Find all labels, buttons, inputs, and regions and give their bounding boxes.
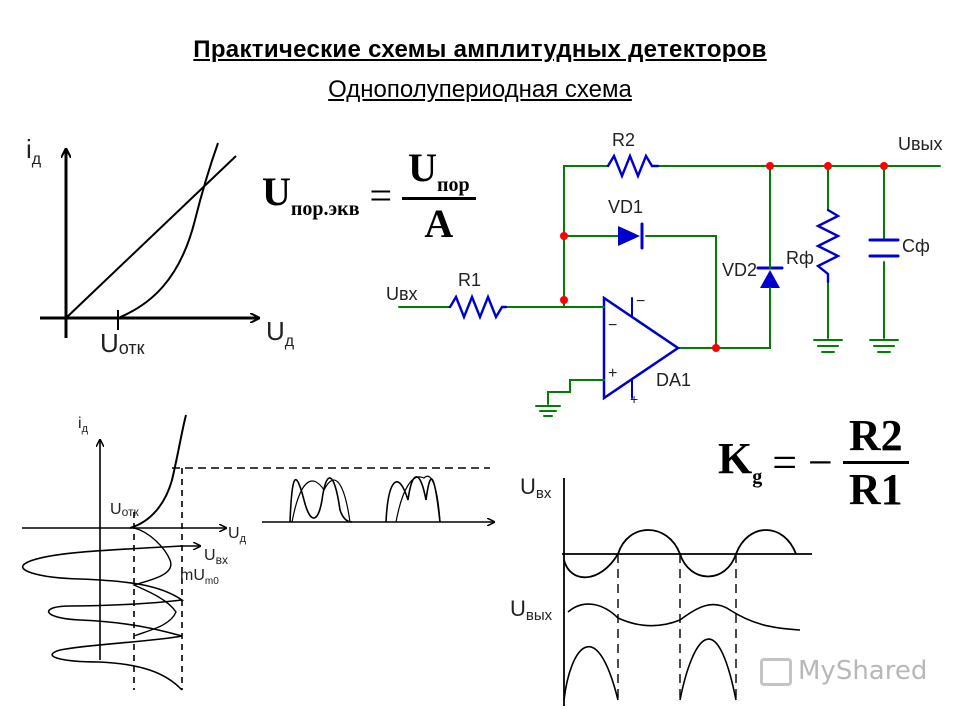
formula1-equals: = — [369, 173, 393, 218]
output-pulse-2 — [385, 476, 441, 523]
label-plus-input: + — [608, 365, 617, 382]
label-waveform-uvyx: Uвых — [510, 596, 553, 624]
diode-vd2 — [756, 227, 784, 295]
circuit-wires — [398, 165, 941, 405]
y-axis-label: iд — [26, 134, 42, 168]
diode-curve — [117, 142, 219, 319]
label-uotk: Uотк — [110, 501, 139, 519]
formula1-denominator: A — [424, 201, 454, 246]
label-minus-top: − — [636, 293, 645, 310]
label-vd1: VD1 — [608, 197, 643, 217]
output-arc-2 — [679, 638, 737, 701]
label-ud: Uд — [228, 525, 247, 545]
resistor-r1 — [448, 293, 508, 321]
characteristic-curve — [129, 414, 187, 529]
x-axis-label: Uд — [266, 316, 295, 350]
diode-vd1 — [618, 222, 644, 250]
resistor-rf — [815, 208, 841, 284]
label-cf: Cф — [902, 236, 930, 256]
label-uvx: Uвх — [204, 547, 228, 567]
formula1-lhs: Uпор.экв — [262, 168, 360, 220]
formula2-denominator: R1 — [848, 465, 903, 514]
label-rf: Rф — [786, 248, 814, 268]
label-minus-input: − — [608, 317, 617, 334]
page-subtitle: Однополупериодная схема — [328, 76, 632, 103]
formula1-numerator: Uпор — [402, 144, 476, 200]
opamp-da1 — [595, 295, 681, 401]
watermark-logo-icon — [760, 657, 792, 686]
resistor-r2 — [606, 152, 660, 180]
output-pulse-1 — [289, 477, 353, 523]
label-vd2: VD2 — [722, 260, 757, 280]
output-envelope-1 — [291, 479, 351, 523]
envelope-curve — [132, 527, 177, 637]
label-r1: R1 — [458, 270, 481, 290]
label-r2: R2 — [612, 130, 635, 150]
page-title: Практические схемы амплитудных детекторо… — [193, 36, 767, 63]
circuit-nodes — [560, 162, 888, 352]
waveform-graph — [562, 478, 812, 706]
output-arc-1 — [563, 645, 619, 701]
formula2-lhs: Kg — [718, 433, 763, 488]
diode-characteristic-graph: iд Uд Uотк — [26, 134, 295, 358]
label-id: iд — [78, 415, 89, 435]
ground-symbols — [535, 339, 899, 417]
detection-process-graph — [21, 414, 494, 691]
linear-approximation-line — [65, 155, 237, 319]
formula2-numerator: R2 — [842, 410, 909, 464]
formula2-equals: = − — [772, 438, 833, 487]
bottom-left-labels: iд Uд Uотк Uвх mUm0 — [78, 415, 247, 587]
watermark: MyShared — [760, 656, 927, 686]
label-da1: DA1 — [656, 370, 691, 390]
label-plus-bottom: + — [630, 391, 638, 407]
label-mum0: mUm0 — [180, 567, 219, 587]
input-signal-curve — [21, 545, 185, 691]
label-uin: Uвх — [386, 284, 418, 304]
output-envelope-2 — [395, 475, 441, 523]
label-waveform-uvx: Uвх — [520, 474, 552, 502]
detector-circuit: R2 VD1 VD2 Rф Cф R1 Uвх Uвых DA1 − − + + — [386, 130, 943, 417]
label-uout: Uвых — [898, 134, 943, 154]
capacitor-cf — [868, 238, 900, 258]
threshold-label: Uотк — [100, 328, 145, 358]
waveform-labels: Uвх Uвых — [510, 474, 553, 624]
output-envelope — [567, 603, 801, 631]
